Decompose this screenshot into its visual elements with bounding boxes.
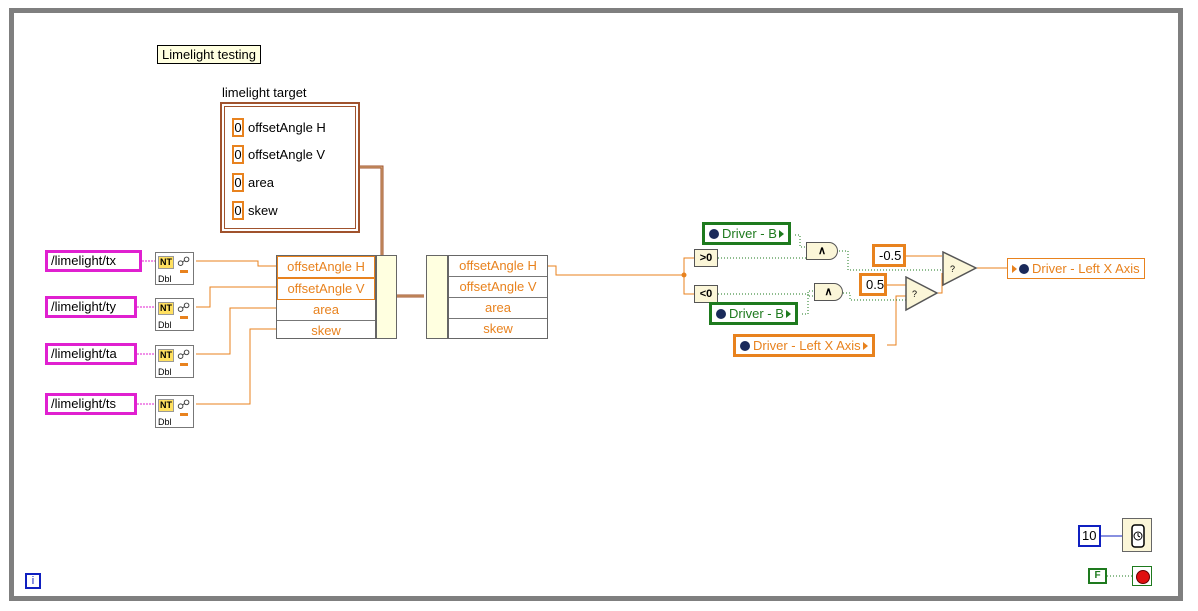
cluster-field-value[interactable]: 0: [232, 201, 244, 220]
driver-b-global-bottom[interactable]: Driver - B: [709, 302, 798, 325]
nt-path-control-tx[interactable]: /limelight/tx: [45, 250, 142, 272]
diagram-title: Limelight testing: [157, 45, 261, 64]
cluster-field-value[interactable]: 0: [232, 118, 244, 137]
double-indicator-icon: [180, 316, 188, 319]
svg-text:?: ?: [912, 289, 917, 299]
unbundle-grip[interactable]: [426, 255, 448, 339]
unbundle-by-name-node[interactable]: offsetAngle H offsetAngle V area skew: [448, 255, 548, 339]
nt-path-control-ty[interactable]: /limelight/ty: [45, 296, 137, 318]
bundle-field[interactable]: area: [277, 300, 375, 321]
false-constant[interactable]: F: [1088, 568, 1107, 584]
bundle-field[interactable]: offsetAngle H: [277, 256, 375, 278]
cluster-field-name: offsetAngle H: [248, 120, 326, 135]
global-label: Driver - Left X Axis: [1032, 261, 1140, 276]
wait-ms-node[interactable]: [1122, 518, 1152, 552]
nt-type: Dbl: [158, 417, 172, 427]
constant-pos-half[interactable]: 0.5: [859, 273, 887, 296]
and-gate-top[interactable]: ∧: [806, 242, 838, 260]
double-indicator-icon: [180, 270, 188, 273]
cluster-field-name: offsetAngle V: [248, 147, 326, 162]
cluster-field-value[interactable]: 0: [232, 145, 244, 164]
nt-path-control-ts[interactable]: /limelight/ts: [45, 393, 137, 415]
link-icon: ☍: [177, 300, 191, 315]
and-gate-bottom[interactable]: ∧: [814, 283, 843, 301]
stop-icon: [1136, 570, 1150, 584]
nt-type: Dbl: [158, 320, 172, 330]
globe-icon: [709, 229, 719, 239]
link-icon: ☍: [177, 347, 191, 362]
unbundle-field[interactable]: area: [449, 298, 547, 319]
nt-badge: NT: [158, 399, 174, 412]
globe-icon: [740, 341, 750, 351]
global-label: Driver - B: [729, 306, 784, 321]
globe-icon: [1019, 264, 1029, 274]
driver-left-x-axis-read[interactable]: Driver - Left X Axis: [733, 334, 875, 357]
nt-read-node[interactable]: NT ☍ Dbl: [155, 345, 194, 378]
arrow-right-icon: [1012, 265, 1017, 273]
global-label: Driver - Left X Axis: [753, 338, 861, 353]
arrow-right-icon: [778, 230, 784, 238]
svg-text:?: ?: [950, 264, 955, 274]
watch-icon: [1131, 524, 1145, 548]
cluster-field-name: area: [248, 175, 275, 190]
cluster-label: limelight target: [222, 85, 307, 100]
stop-terminal[interactable]: [1132, 566, 1152, 586]
globe-icon: [716, 309, 726, 319]
unbundle-field[interactable]: skew: [483, 321, 513, 336]
bundle-grip[interactable]: [376, 255, 397, 339]
driver-left-x-axis-write[interactable]: Driver - Left X Axis: [1007, 258, 1145, 279]
bundle-field[interactable]: offsetAngle V: [277, 278, 375, 300]
nt-path-control-ta[interactable]: /limelight/ta: [45, 343, 137, 365]
nt-read-node[interactable]: NT ☍ Dbl: [155, 298, 194, 331]
less-than-zero-node[interactable]: <0: [694, 285, 718, 303]
unbundle-field[interactable]: offsetAngle V: [449, 277, 547, 298]
iteration-terminal[interactable]: i: [25, 573, 41, 589]
nt-type: Dbl: [158, 274, 172, 284]
unbundle-field[interactable]: offsetAngle H: [449, 256, 547, 277]
nt-read-node[interactable]: NT ☍ Dbl: [155, 252, 194, 285]
arrow-right-icon: [785, 310, 791, 318]
greater-than-zero-node[interactable]: >0: [694, 249, 718, 267]
double-indicator-icon: [180, 363, 188, 366]
while-loop-frame[interactable]: [9, 8, 1183, 601]
select-node-lower[interactable]: ?: [905, 276, 939, 312]
nt-badge: NT: [158, 256, 174, 269]
select-node-upper[interactable]: ?: [942, 251, 978, 287]
double-indicator-icon: [180, 413, 188, 416]
link-icon: ☍: [177, 397, 191, 412]
cluster-field-value[interactable]: 0: [232, 173, 244, 192]
wait-ms-constant[interactable]: 10: [1078, 525, 1101, 547]
bundle-field[interactable]: skew: [311, 323, 341, 338]
arrow-right-icon: [862, 342, 868, 350]
driver-b-global-top[interactable]: Driver - B: [702, 222, 791, 245]
global-label: Driver - B: [722, 226, 777, 241]
cluster-field-name: skew: [248, 203, 278, 218]
nt-type: Dbl: [158, 367, 172, 377]
nt-read-node[interactable]: NT ☍ Dbl: [155, 395, 194, 428]
link-icon: ☍: [177, 254, 191, 269]
constant-neg-half[interactable]: -0.5: [872, 244, 906, 267]
bundle-by-name-node[interactable]: offsetAngle H offsetAngle V area skew: [276, 255, 376, 339]
nt-badge: NT: [158, 349, 174, 362]
limelight-target-cluster[interactable]: 0 offsetAngle H 0 offsetAngle V 0 area 0…: [220, 102, 360, 233]
nt-badge: NT: [158, 302, 174, 315]
